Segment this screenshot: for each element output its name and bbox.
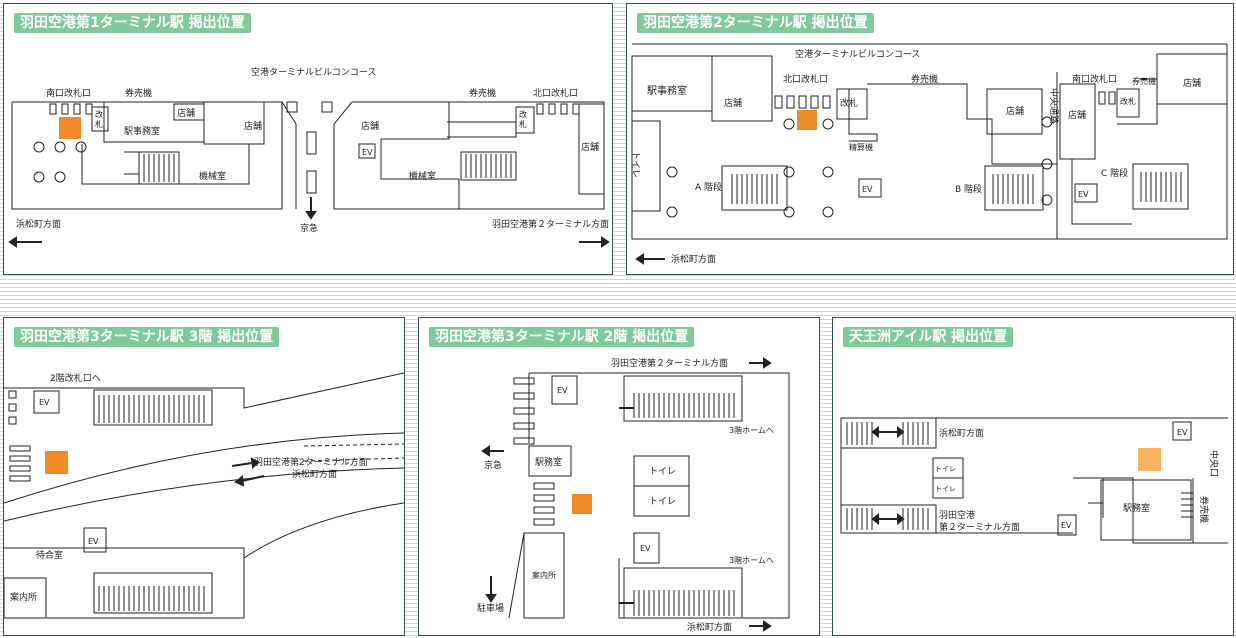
poster-marker [45,451,68,474]
office-label: 駅務室 [535,456,562,468]
kaisatsu-label: 改札 [840,97,858,109]
stairs-b-label: B 階段 [955,183,982,195]
poster-marker [572,494,592,514]
shop-label: 店舗 [361,120,379,132]
toilet-label: トイレ [630,151,640,178]
south-gate-label: 南口改札口 [46,87,91,99]
seisan-label: 精算機 [849,142,873,152]
hamamatsucho-label: 浜松町方面 [671,253,716,265]
ev-label: EV [862,185,873,194]
info-label: 案内所 [532,570,556,580]
shop-label: 店舗 [581,141,599,153]
keikyu-label: 京急 [484,459,502,471]
panel-terminal-2: 空港ターミナルビルコンコース 駅事務室 店舗 北口改札口 券売機 改札 精算機 … [626,3,1234,275]
panel-title: 羽田空港第1ターミナル駅 掲出位置 [14,13,251,33]
ev-label: EV [362,148,373,157]
keikyu-label: 京急 [300,222,318,234]
terminal2-direction-label: 第２ターミナル方面 [939,521,1020,533]
panel-terminal-3-3f: 2階改札口へ EV 羽田空港第2ターミナル方面 浜松町方面 EV 待合室 案内所… [3,317,405,636]
parking-label: 駐車場 [477,602,504,614]
toilet-label: トイレ [935,485,956,493]
shop-label: 店舗 [1006,105,1024,117]
toilet-label: トイレ [935,465,956,473]
poster-marker [1138,448,1161,471]
map-terminal-1: 空港ターミナルビルコンコース 南口改札口 券売機 改 札 店舗 店舗 駅事務室 … [8,66,610,248]
kaisatsu-label: 改 [95,109,103,119]
panel-title: 羽田空港第2ターミナル駅 掲出位置 [637,13,874,33]
kaisatsu-label: 改 [519,109,527,119]
waiting-room-label: 待合室 [36,549,63,561]
ticket-label: 券売機 [911,73,938,85]
info-label: 案内所 [10,591,37,603]
map-terminal-3-3f: 2階改札口へ EV 羽田空港第2ターミナル方面 浜松町方面 EV 待合室 案内所 [4,372,404,619]
kaisatsu-label: 改札 [1120,96,1136,106]
office-label: 駅務室 [1123,502,1150,514]
south-gate-label: 南口改札口 [1072,73,1117,85]
panel-title: 羽田空港第3ターミナル駅 3階 掲出位置 [14,327,280,347]
north-gate-label: 北口改札口 [783,73,828,85]
kaisatsu-label: 札 [95,119,103,129]
shop-label: 店舗 [244,120,262,132]
ev-label: EV [557,386,568,395]
ticket-label: 券売機 [125,87,152,99]
to-terminal2-label: 羽田空港第２ターミナル方面 [611,357,728,369]
to-terminal2-label: 羽田空港第2ターミナル方面 [254,456,368,468]
hamamatsucho-label: 浜松町方面 [939,427,984,439]
to-gate-label: 2階改札口へ [50,372,101,384]
concourse-label: 空港ターミナルビルコンコース [795,48,920,60]
panel-terminal-1: 空港ターミナルビルコンコース 南口改札口 券売機 改 札 店舗 店舗 駅事務室 … [3,3,613,275]
ev-label: EV [88,537,99,546]
platform-label: 3階ホームへ [729,425,774,435]
map-tennozu-isle: 浜松町方面 EV 中央口 トイレ トイレ 羽田空港 第２ターミナル方面 EV 駅… [840,417,1228,544]
machine-room-label: 機械室 [409,170,436,182]
ev-label: EV [1078,190,1089,199]
office-label: 駅事務室 [647,84,687,97]
hamamatsucho-label: 浜松町方面 [292,468,337,480]
to-terminal2-label: 羽田空港第２ターミナル方面 [492,218,609,230]
central-passage-label: 中央通路 [1048,88,1060,124]
panel-tennozu-isle: 浜松町方面 EV 中央口 トイレ トイレ 羽田空港 第２ターミナル方面 EV 駅… [832,317,1234,636]
panel-terminal-3-2f: 羽田空港第２ターミナル方面 EV 3階ホームへ 京急 駅務室 トイレ トイレ E… [418,317,820,636]
ticket-label: 券売機 [1198,496,1210,523]
map-terminal-2: 空港ターミナルビルコンコース 駅事務室 店舗 北口改札口 券売機 改札 精算機 … [630,43,1228,265]
platform-label: 3階ホームへ [729,555,774,565]
north-gate-label: 北口改札口 [533,87,578,99]
machine-room-label: 機械室 [199,170,226,182]
shop-label: 店舗 [177,107,195,119]
ticket-label: 券売機 [1132,76,1156,86]
map-terminal-3-2f: 羽田空港第２ターミナル方面 EV 3階ホームへ 京急 駅務室 トイレ トイレ E… [477,357,790,633]
toilet-label: トイレ [649,467,676,477]
poster-marker [59,117,81,139]
stairs-a-label: A 階段 [695,181,722,193]
concourse-label: 空港ターミナルビルコンコース [251,66,376,78]
kaisatsu-label: 札 [519,119,527,129]
shop-label: 店舗 [1183,77,1201,89]
stairs-c-label: C 階段 [1101,167,1128,179]
shop-label: 店舗 [1068,109,1086,121]
shop-label: 店舗 [724,97,742,109]
hamamatsucho-label: 浜松町方面 [687,621,732,633]
central-gate-label: 中央口 [1208,450,1220,477]
ev-label: EV [39,398,50,407]
panel-title: 天王洲アイル駅 掲出位置 [843,327,1014,347]
poster-marker [797,110,817,130]
haneda-label: 羽田空港 [939,509,975,521]
ev-label: EV [1177,428,1188,437]
hamamatsucho-label: 浜松町方面 [16,218,61,230]
office-label: 駅事務室 [124,125,160,137]
toilet-label: トイレ [649,497,676,507]
ticket-label: 券売機 [469,87,496,99]
panel-title: 羽田空港第3ターミナル駅 2階 掲出位置 [429,327,695,347]
ev-label: EV [640,544,651,553]
ev-label: EV [1061,521,1072,530]
